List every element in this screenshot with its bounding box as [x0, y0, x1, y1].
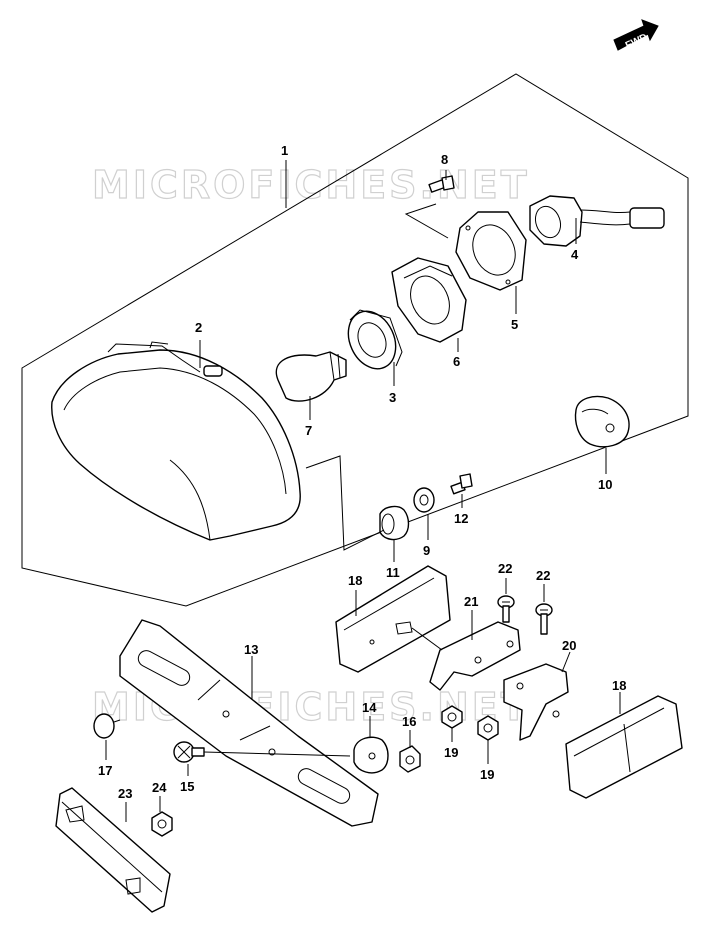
screw-12: [450, 473, 473, 495]
callout-2: 2: [195, 320, 202, 335]
callout-4: 4: [571, 247, 579, 262]
screw-22-b: [535, 603, 553, 635]
callout-18-left: 18: [348, 573, 362, 588]
bulb: [275, 351, 347, 402]
bolt-15: [173, 741, 351, 763]
callout-23: 23: [118, 786, 132, 801]
license-bracket: [119, 619, 379, 827]
callout-21: 21: [464, 594, 478, 609]
callout-19-right: 19: [480, 767, 494, 782]
tail-lamp-lens: [51, 341, 301, 541]
screw-8: [404, 175, 455, 239]
callout-1: 1: [281, 143, 288, 158]
bracket-20: [503, 663, 569, 741]
callout-18-right: 18: [612, 678, 626, 693]
fwd-arrow-icon: FWD: [613, 19, 659, 52]
callout-numbers: 1 2 3 4 5 6 7 8 9 10 11 12 13 14 15 16 1…: [98, 143, 626, 801]
callout-5: 5: [511, 317, 518, 332]
nut-24: [151, 811, 173, 837]
callout-12: 12: [454, 511, 468, 526]
callout-13: 13: [244, 642, 258, 657]
callout-8: 8: [441, 152, 448, 167]
callout-10: 10: [598, 477, 612, 492]
callout-9: 9: [423, 543, 430, 558]
nut-19-b: [477, 715, 499, 741]
gasket-plate: [455, 211, 527, 291]
cap-nut-16: [399, 745, 421, 773]
grommet-10: [574, 395, 630, 448]
callout-16: 16: [402, 714, 416, 729]
rubber-seal: [391, 257, 467, 343]
guide-lens: [305, 455, 385, 551]
bracket-21: [395, 621, 521, 691]
washer-9: [413, 487, 435, 513]
callout-15: 15: [180, 779, 194, 794]
reflector-left: [335, 565, 451, 673]
leader-lines: [105, 160, 621, 822]
grommet-17: [93, 713, 121, 739]
lamp-socket-wire: [529, 195, 665, 247]
callout-6: 6: [453, 354, 460, 369]
socket-ring: [347, 309, 403, 370]
nut-19-a: [441, 705, 463, 729]
watermark-top: MICROFICHES.NET: [92, 163, 530, 207]
callout-14: 14: [362, 700, 377, 715]
reflector-23: [55, 787, 171, 913]
callout-3: 3: [389, 390, 396, 405]
callout-7: 7: [305, 423, 312, 438]
callout-19-left: 19: [444, 745, 458, 760]
callout-24: 24: [152, 780, 167, 795]
grommet-11: [379, 505, 410, 541]
assembly-outline: [21, 73, 689, 607]
reflector-right: [565, 695, 683, 799]
callout-22-right: 22: [536, 568, 550, 583]
screw-22-a: [497, 595, 515, 623]
callout-22-left: 22: [498, 561, 512, 576]
callout-11: 11: [386, 565, 400, 580]
callout-17: 17: [98, 763, 112, 778]
grommet-14: [353, 736, 389, 774]
callout-20: 20: [562, 638, 576, 653]
